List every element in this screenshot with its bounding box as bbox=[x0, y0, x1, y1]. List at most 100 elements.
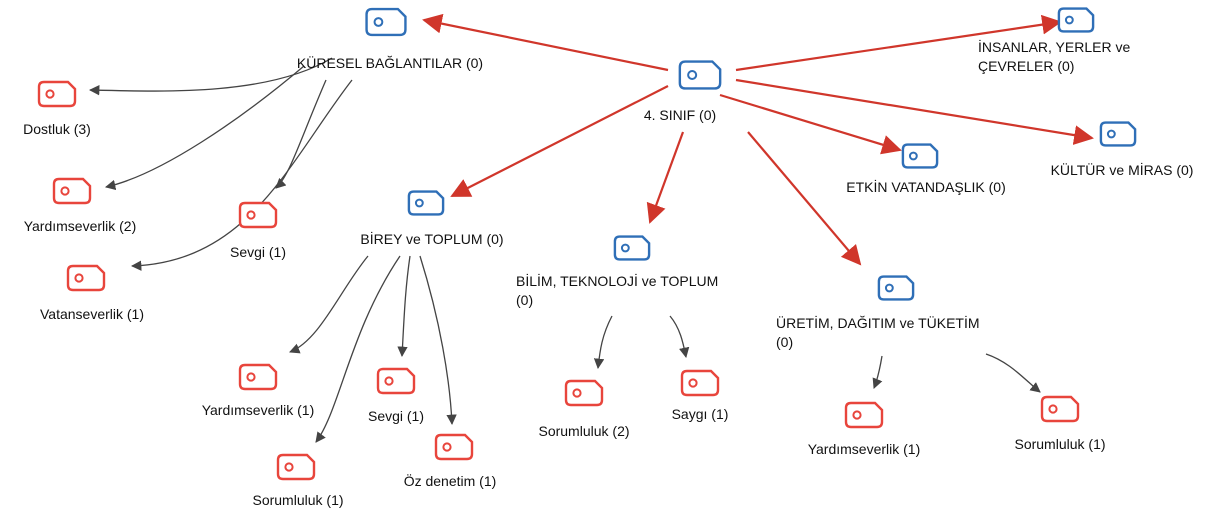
node-label-line: (0) bbox=[516, 292, 533, 308]
node-label: Sevgi (1) bbox=[368, 408, 424, 424]
node-uretim[interactable]: ÜRETİM, DAĞITIM ve TÜKETİM (0) bbox=[776, 275, 980, 350]
red-edge-4 bbox=[450, 85, 669, 197]
node-label: KÜLTÜR ve MİRAS (0) bbox=[1051, 161, 1194, 178]
node-etkin[interactable]: ETKİN VATANDAŞLIK (0) bbox=[846, 143, 1006, 195]
gray-edge-8 bbox=[593, 315, 613, 370]
node-u-sorum[interactable]: Sorumluluk (1) bbox=[1014, 395, 1106, 452]
tag-icon bbox=[680, 369, 720, 397]
tag-icon bbox=[238, 363, 278, 391]
edges-layer bbox=[88, 13, 1094, 443]
node-k-vatan[interactable]: Vatanseverlik (1) bbox=[40, 264, 144, 322]
tag-icon bbox=[365, 7, 407, 37]
node-label-line: Yardımseverlik (1) bbox=[808, 441, 921, 457]
tag-icon bbox=[901, 143, 939, 169]
gray-edge-10 bbox=[872, 355, 883, 389]
node-label-line: ETKİN VATANDAŞLIK (0) bbox=[846, 178, 1005, 195]
tag-icon bbox=[376, 367, 416, 395]
red-edge-5 bbox=[646, 131, 685, 224]
node-label-line: Sevgi (1) bbox=[368, 408, 424, 424]
node-insanlar[interactable]: İNSANLAR, YERLER ve ÇEVRELER (0) bbox=[978, 7, 1130, 74]
tag-icon bbox=[1099, 121, 1137, 147]
gray-edge-4 bbox=[289, 255, 369, 354]
gray-edge-9 bbox=[669, 315, 690, 359]
node-label: Sorumluluk (2) bbox=[538, 423, 629, 439]
node-label-line: Öz denetim (1) bbox=[404, 472, 497, 489]
node-label-line: BİREY ve TOPLUM (0) bbox=[360, 230, 503, 247]
node-k-dostluk[interactable]: Dostluk (3) bbox=[23, 80, 91, 137]
tag-icon bbox=[678, 60, 722, 90]
node-label-line: KÜRESEL BAĞLANTILAR (0) bbox=[297, 54, 483, 71]
node-label-line: KÜLTÜR ve MİRAS (0) bbox=[1051, 161, 1194, 178]
node-label: İNSANLAR, YERLER ve ÇEVRELER (0) bbox=[978, 38, 1130, 74]
node-label: KÜRESEL BAĞLANTILAR (0) bbox=[297, 54, 483, 71]
node-b-yardim[interactable]: Yardımseverlik (1) bbox=[202, 363, 315, 418]
node-label-line: BİLİM, TEKNOLOJİ ve TOPLUM bbox=[516, 272, 718, 289]
node-label: BİLİM, TEKNOLOJİ ve TOPLUM (0) bbox=[516, 272, 718, 308]
nodes-layer: 4. SINIF (0) KÜRESEL BAĞLANTILAR (0) İNSAN… bbox=[23, 7, 1194, 508]
tag-icon bbox=[276, 453, 316, 481]
node-label-line: (0) bbox=[776, 334, 793, 350]
gray-edge-2 bbox=[275, 79, 327, 189]
node-root[interactable]: 4. SINIF (0) bbox=[644, 60, 722, 123]
node-b-sevgi[interactable]: Sevgi (1) bbox=[368, 367, 424, 424]
node-label-line: Sorumluluk (1) bbox=[1014, 436, 1105, 452]
node-label-line: Yardımseverlik (1) bbox=[202, 402, 315, 418]
gray-edge-5 bbox=[315, 255, 401, 443]
node-b-sorum[interactable]: Sorumluluk (1) bbox=[252, 453, 344, 508]
tag-icon bbox=[434, 433, 474, 461]
node-label-line: Sorumluluk (1) bbox=[252, 492, 343, 508]
node-label: Saygı (1) bbox=[672, 406, 729, 422]
node-label-line: 4. SINIF (0) bbox=[644, 107, 716, 123]
node-b-oz[interactable]: Öz denetim (1) bbox=[404, 433, 497, 489]
node-label: Yardımseverlik (2) bbox=[24, 218, 137, 234]
gray-edge-11 bbox=[985, 353, 1041, 393]
node-label: Sorumluluk (1) bbox=[1014, 436, 1105, 452]
node-bi-saygi[interactable]: Saygı (1) bbox=[672, 369, 729, 422]
tag-icon bbox=[877, 275, 915, 301]
node-bi-sorum[interactable]: Sorumluluk (2) bbox=[538, 379, 630, 439]
node-label: Öz denetim (1) bbox=[404, 472, 497, 489]
node-label: ETKİN VATANDAŞLIK (0) bbox=[846, 178, 1005, 195]
gray-edge-7 bbox=[419, 255, 457, 426]
node-u-yardim[interactable]: Yardımseverlik (1) bbox=[808, 401, 921, 457]
node-bilim[interactable]: BİLİM, TEKNOLOJİ ve TOPLUM (0) bbox=[516, 235, 718, 308]
node-label-line: Sorumluluk (2) bbox=[538, 423, 629, 439]
tag-icon bbox=[238, 201, 278, 229]
node-label-line: Yardımseverlik (2) bbox=[24, 218, 137, 234]
node-label-line: ÜRETİM, DAĞITIM ve TÜKETİM bbox=[776, 314, 980, 331]
node-label: Dostluk (3) bbox=[23, 121, 91, 137]
red-edge-0 bbox=[422, 13, 669, 72]
node-k-sevgi[interactable]: Sevgi (1) bbox=[230, 201, 286, 260]
node-label: 4. SINIF (0) bbox=[644, 107, 716, 123]
node-label: Sevgi (1) bbox=[230, 244, 286, 260]
node-kultur[interactable]: KÜLTÜR ve MİRAS (0) bbox=[1051, 121, 1194, 178]
node-label-line: İNSANLAR, YERLER ve bbox=[978, 38, 1130, 55]
node-label: Sorumluluk (1) bbox=[252, 492, 343, 508]
node-label: BİREY ve TOPLUM (0) bbox=[360, 230, 503, 247]
node-k-yardim[interactable]: Yardımseverlik (2) bbox=[24, 177, 137, 234]
node-label-line: ÇEVRELER (0) bbox=[978, 58, 1074, 74]
tag-icon bbox=[613, 235, 651, 261]
gray-edge-1 bbox=[104, 65, 305, 191]
node-label: Vatanseverlik (1) bbox=[40, 306, 144, 322]
tag-icon bbox=[564, 379, 604, 407]
gray-edge-3 bbox=[130, 79, 353, 271]
node-birey[interactable]: BİREY ve TOPLUM (0) bbox=[360, 190, 504, 247]
node-kuresel[interactable]: KÜRESEL BAĞLANTILAR (0) bbox=[297, 7, 483, 71]
node-label: Yardımseverlik (1) bbox=[808, 441, 921, 457]
red-edge-6 bbox=[747, 131, 862, 266]
tag-icon bbox=[52, 177, 92, 205]
red-edge-1 bbox=[735, 14, 1062, 72]
node-label-line: Vatanseverlik (1) bbox=[40, 306, 144, 322]
gray-edge-6 bbox=[397, 255, 411, 358]
tag-icon bbox=[407, 190, 445, 216]
node-label-line: Sevgi (1) bbox=[230, 244, 286, 260]
node-label: ÜRETİM, DAĞITIM ve TÜKETİM (0) bbox=[776, 314, 980, 350]
tag-icon bbox=[1057, 7, 1095, 33]
tag-icon bbox=[66, 264, 106, 292]
red-edge-2 bbox=[735, 78, 1094, 145]
gray-edge-0 bbox=[88, 57, 333, 96]
node-label-line: Saygı (1) bbox=[672, 406, 729, 422]
tag-icon bbox=[1040, 395, 1080, 423]
